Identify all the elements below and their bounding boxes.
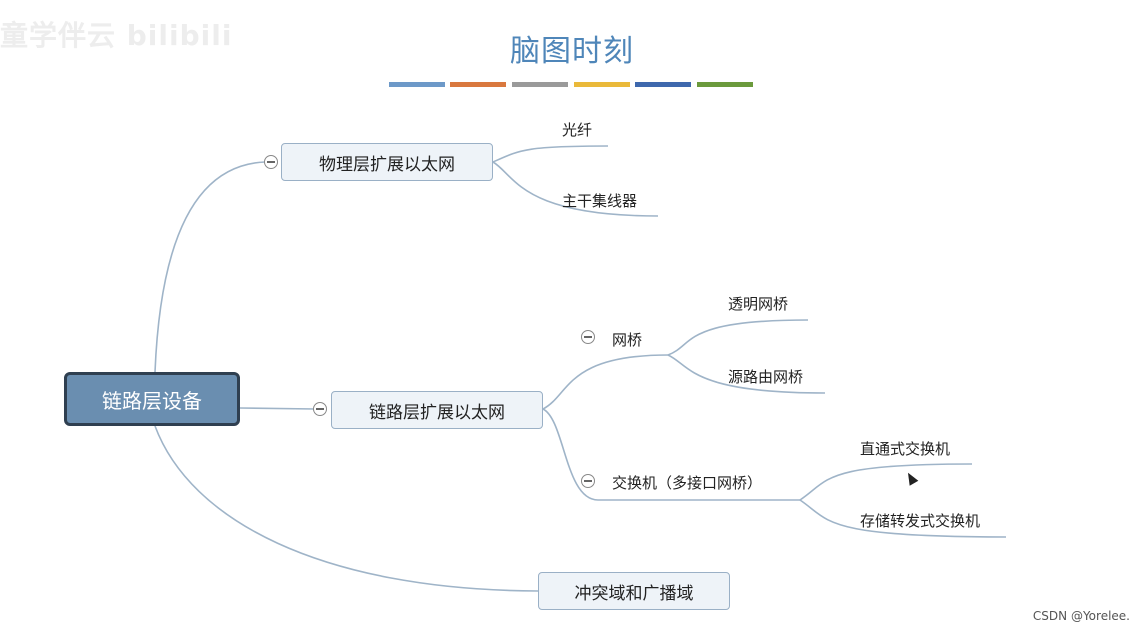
- page-title: 脑图时刻: [510, 34, 634, 69]
- leaf-fiber[interactable]: 光纤: [562, 121, 593, 139]
- title-bar-1: [389, 82, 445, 87]
- leaf-backbone-hub[interactable]: 主干集线器: [562, 192, 638, 210]
- root-node[interactable]: 链路层设备: [64, 372, 240, 426]
- node-collision-broadcast-domain[interactable]: 冲突域和广播域: [538, 572, 730, 610]
- title-bar-6: [697, 82, 753, 87]
- leaf-store-forward-switch[interactable]: 存储转发式交换机: [860, 512, 981, 530]
- node-switch[interactable]: 交换机（多接口网桥）: [612, 474, 763, 492]
- node-bridge[interactable]: 网桥: [612, 331, 643, 349]
- title-bar-4: [574, 82, 630, 87]
- leaf-cut-through-switch[interactable]: 直通式交换机: [860, 440, 951, 458]
- leaf-transparent-bridge[interactable]: 透明网桥: [728, 295, 789, 313]
- node-physical-layer[interactable]: 物理层扩展以太网: [281, 143, 493, 181]
- leaf-source-route-bridge[interactable]: 源路由网桥: [728, 368, 804, 386]
- collapse-bridge-icon[interactable]: [581, 330, 595, 344]
- title-bar-2: [450, 82, 506, 87]
- title-bar-3: [512, 82, 568, 87]
- collapse-link-icon[interactable]: [313, 402, 327, 416]
- node-link-layer[interactable]: 链路层扩展以太网: [331, 391, 543, 429]
- credit-label: CSDN @Yorelee.: [1032, 609, 1130, 623]
- collapse-physical-icon[interactable]: [264, 155, 278, 169]
- title-bar-5: [635, 82, 691, 87]
- collapse-switch-icon[interactable]: [581, 474, 595, 488]
- watermark: 童学伴云 bilibili: [0, 19, 233, 52]
